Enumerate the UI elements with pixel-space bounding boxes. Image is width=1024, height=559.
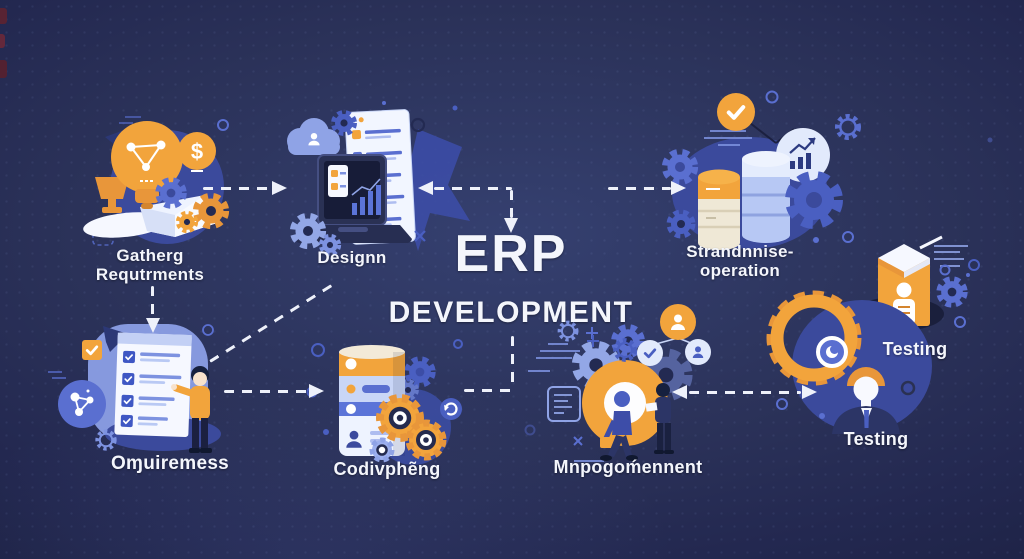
database-cylinder-blue — [742, 151, 790, 243]
pointing-person — [171, 366, 212, 453]
stage-label-gather: Gatherg Requtrments — [50, 246, 250, 284]
eye-gear-icon — [405, 419, 447, 461]
bar-chart-glyph — [351, 178, 381, 215]
title-erp: ERP — [454, 225, 568, 283]
ring-deco — [217, 119, 229, 131]
title-development: DEVELOPMENT — [388, 296, 634, 329]
gather-illustration: $ — [83, 116, 250, 246]
paper-plane-icon — [103, 326, 128, 352]
checklist-rows — [120, 350, 182, 428]
stage-label-standardize: Strandnnise- operation — [655, 242, 825, 280]
blob-background — [792, 300, 932, 432]
text-lines — [48, 371, 66, 379]
molecule-badge-icon — [58, 380, 106, 428]
dollar-bulb-icon: $ — [178, 132, 216, 172]
stage-label-standardize-line1: Strandnnise- — [686, 242, 794, 261]
connector-gather-to-requirements-arrowhead — [146, 318, 160, 333]
connector-erp-to-design-arrowhead — [418, 181, 433, 195]
edge-artifact — [0, 34, 5, 48]
connector-requirements-to-coding-line — [224, 390, 308, 393]
connector-gather-to-requirements-line — [151, 286, 154, 318]
stage-label-standardize-line2: operation — [699, 261, 781, 281]
stage-label-coding: Codivphẽng — [333, 459, 441, 479]
connector-erp-to-coding-line — [464, 389, 512, 392]
ring-deco — [939, 264, 951, 276]
stage-label-design: Designn — [317, 248, 387, 267]
database-cylinder-orange — [698, 169, 740, 250]
stage-label-testing-2: Testing — [843, 429, 909, 449]
text-lines — [528, 343, 604, 462]
standing-person — [645, 383, 674, 454]
dollar-glyph: $ — [191, 139, 203, 164]
connector-erp-elbow-line — [510, 190, 513, 218]
coding-illustration — [306, 339, 463, 465]
gear-outline-icon — [837, 116, 858, 137]
connector-testing-to-management-arrowhead — [672, 385, 687, 399]
stage-label-management: Mnpogoḿennent — [553, 457, 703, 477]
trophy-icon — [95, 177, 129, 213]
check-badge-icon — [717, 93, 795, 144]
ring-deco — [765, 90, 779, 104]
management-illustration — [528, 304, 711, 462]
leaf-blob — [402, 129, 470, 251]
testing-person-illustration — [766, 290, 932, 434]
ring-deco — [954, 316, 966, 328]
cloud-user-icon — [287, 118, 340, 155]
ring-deco — [453, 339, 463, 349]
connector-management-to-testing-arrowhead — [802, 385, 817, 399]
orange-checkbox-icon — [82, 340, 102, 360]
clock-badge-icon — [816, 336, 848, 368]
edge-artifact — [0, 8, 7, 24]
laptop-icon — [295, 154, 412, 244]
design-illustration — [287, 101, 470, 261]
connector-erp-down-line — [511, 336, 514, 386]
x-mark — [573, 436, 583, 446]
ring-deco — [311, 343, 325, 357]
connector-requirements-to-coding-arrowhead — [309, 384, 324, 398]
stage-label-testing-1: Testing — [882, 339, 948, 359]
connector-erp-to-design-line — [434, 187, 512, 190]
org-chart-icon — [637, 304, 711, 366]
ring-deco — [776, 398, 788, 410]
gear-icon — [940, 280, 964, 304]
gear-ring-icon — [766, 290, 862, 386]
package-box-icon — [878, 235, 943, 326]
connector-erp-to-standardize-arrowhead — [671, 181, 686, 195]
text-lines — [934, 245, 968, 267]
stage-label-gather-line2: Requtrments — [95, 265, 205, 285]
stage-label-requirements: Oɱuiremess — [110, 453, 230, 474]
refresh-badge-icon — [440, 398, 462, 420]
checklist-document — [114, 332, 192, 437]
ring-deco — [410, 117, 426, 133]
connector-down-to-erp-arrowhead — [504, 218, 518, 233]
tester-avatar — [832, 367, 900, 434]
connector-gather-to-design-line — [203, 187, 273, 190]
text-lines — [704, 130, 752, 146]
connector-management-testing-line — [689, 391, 801, 394]
connector-erp-to-standardize-line — [608, 187, 671, 190]
ring-deco — [842, 231, 854, 243]
notes-document-icon — [547, 386, 581, 422]
standardize-illustration — [648, 90, 863, 250]
edge-artifact — [0, 60, 7, 78]
small-eye-gear-icon — [369, 437, 395, 463]
stage-label-gather-line1: Gatherg — [116, 246, 184, 265]
lightbulb-icon — [111, 121, 183, 209]
requirements-illustration — [48, 324, 221, 453]
ring-deco — [202, 324, 214, 336]
eye-gear-icon — [376, 394, 424, 442]
ring-deco — [900, 380, 916, 396]
gear-outline-icon — [95, 429, 117, 451]
gear-icon — [615, 328, 641, 354]
walking-person — [600, 391, 638, 461]
connector-gather-to-design-arrowhead — [272, 181, 287, 195]
